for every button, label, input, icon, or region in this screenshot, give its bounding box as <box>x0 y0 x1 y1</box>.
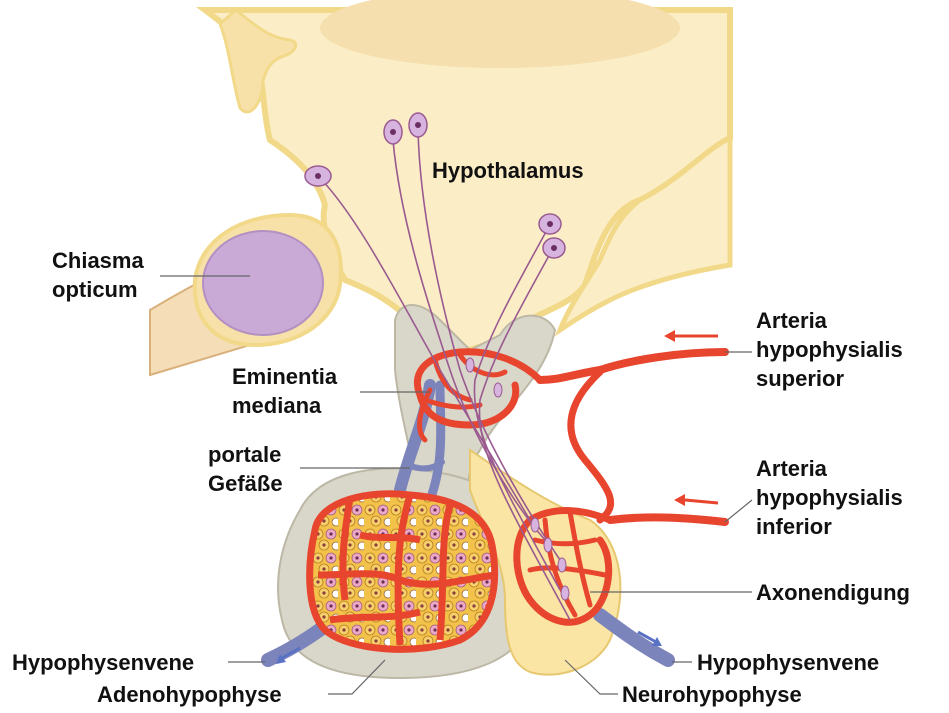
label-vene-right-text: Hypophysenvene <box>697 648 879 677</box>
label-neurohypophyse: Neurohypophyse <box>622 680 802 709</box>
label-art-sup-line2: hypophysialis <box>756 335 903 364</box>
label-adenohypophyse-text: Adenohypophyse <box>97 680 282 709</box>
label-portale-line2: Gefäße <box>208 469 283 498</box>
label-hypothalamus: Hypothalamus <box>432 156 584 185</box>
glandular-cells <box>310 494 495 650</box>
label-chiasma-line2: opticum <box>52 275 144 304</box>
label-eminentia-mediana: Eminentia mediana <box>232 362 337 420</box>
label-eminentia-line2: mediana <box>232 391 337 420</box>
label-art-inf-line1: Arteria <box>756 454 903 483</box>
label-art-inf-line3: inferior <box>756 512 903 541</box>
label-axonendigung-text: Axonendigung <box>756 578 910 607</box>
label-chiasma-opticum: Chiasma opticum <box>52 246 144 304</box>
chiasma-opticum <box>195 215 341 345</box>
label-vene-left-text: Hypophysenvene <box>12 648 194 677</box>
label-hypophysenvene-left: Hypophysenvene <box>12 648 194 677</box>
label-chiasma-line1: Chiasma <box>52 246 144 275</box>
label-hypothalamus-text: Hypothalamus <box>432 156 584 185</box>
label-axonendigung: Axonendigung <box>756 578 910 607</box>
label-hypophysenvene-right: Hypophysenvene <box>697 648 879 677</box>
label-arteria-superior: Arteria hypophysialis superior <box>756 306 903 393</box>
label-arteria-inferior: Arteria hypophysialis inferior <box>756 454 903 541</box>
label-art-inf-line2: hypophysialis <box>756 483 903 512</box>
label-neurohypophyse-text: Neurohypophyse <box>622 680 802 709</box>
label-art-sup-line3: superior <box>756 364 903 393</box>
label-portale-gefaesse: portale Gefäße <box>208 440 283 498</box>
label-adenohypophyse: Adenohypophyse <box>97 680 282 709</box>
label-art-sup-line1: Arteria <box>756 306 903 335</box>
label-portale-line1: portale <box>208 440 283 469</box>
label-eminentia-line1: Eminentia <box>232 362 337 391</box>
